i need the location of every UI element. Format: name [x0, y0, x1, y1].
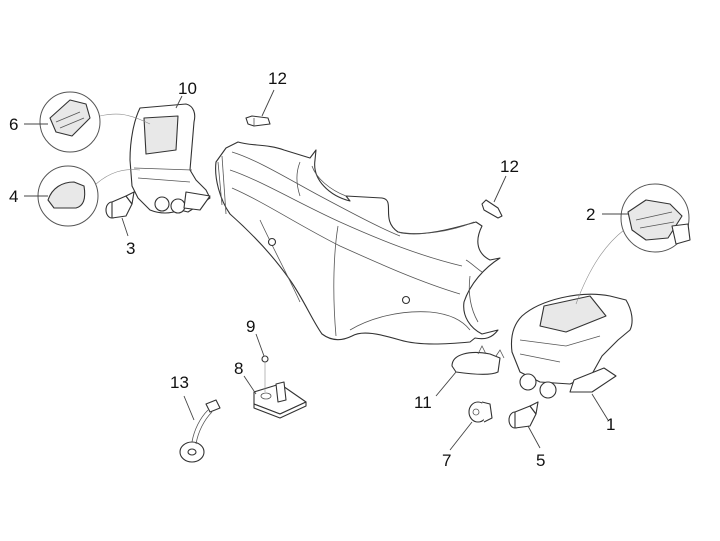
callout-13: 13 — [170, 373, 189, 392]
callout-10: 10 — [178, 79, 197, 98]
callout-8: 8 — [234, 359, 243, 378]
callout-5: 5 — [536, 451, 545, 470]
callout-9: 9 — [246, 317, 255, 336]
callout-2: 2 — [586, 205, 595, 224]
bracket-8 — [253, 381, 307, 419]
screw-9 — [261, 355, 269, 392]
callout-12-top: 12 — [268, 69, 287, 88]
switch-3 — [105, 191, 135, 219]
bulb-12-right — [481, 199, 503, 219]
bulb-12-top — [245, 115, 271, 127]
left-switch-housing — [129, 103, 211, 214]
callout-labels: 1 2 3 4 5 6 7 8 9 10 11 12 12 13 — [9, 69, 615, 470]
cap-7 — [468, 401, 493, 423]
handlebar-cover — [215, 141, 501, 345]
callout-4: 4 — [9, 187, 18, 206]
switch-5 — [508, 401, 539, 429]
detail-circle-6 — [39, 91, 151, 153]
callout-11: 11 — [414, 393, 432, 412]
detail-circle-2 — [575, 183, 691, 305]
lens-11 — [451, 345, 505, 375]
callout-3: 3 — [126, 239, 135, 258]
callout-7: 7 — [442, 451, 451, 470]
leader-lines — [24, 89, 628, 451]
right-switch-housing — [510, 293, 633, 399]
sensor-13 — [179, 399, 221, 463]
callout-6: 6 — [9, 115, 18, 134]
callout-1: 1 — [606, 415, 615, 434]
callout-12-right: 12 — [500, 157, 519, 176]
